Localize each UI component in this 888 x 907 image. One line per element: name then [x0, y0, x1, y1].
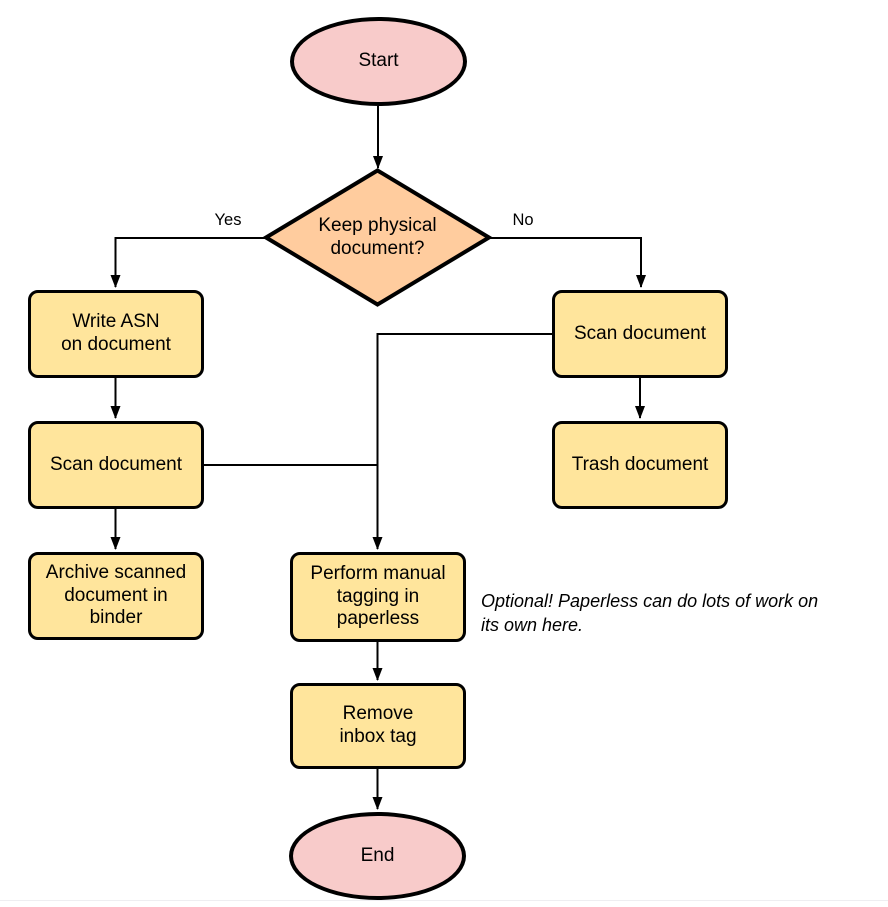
- node-remove-inbox-tag: Remove inbox tag: [290, 683, 466, 769]
- node-decision-label: Keep physical document?: [318, 214, 437, 259]
- node-remove-inbox-tag-label: Remove inbox tag: [339, 703, 417, 747]
- node-end: End: [289, 812, 466, 900]
- edge-label-no: No: [512, 211, 534, 229]
- node-end-label: End: [360, 844, 395, 866]
- node-perform-manual-tagging: Perform manual tagging in paperless: [290, 552, 466, 642]
- node-trash-document-label: Trash document: [571, 453, 709, 475]
- node-archive-scanned-document-label: Archive scanned document in binder: [45, 561, 187, 629]
- node-archive-scanned-document: Archive scanned document in binder: [28, 552, 204, 640]
- edge-decision-no-to-scan-right: [489, 237, 646, 288]
- node-trash-document: Trash document: [552, 421, 728, 509]
- edge-decision-yes-to-write-asn: [110, 237, 266, 288]
- bottom-divider: [0, 900, 888, 901]
- node-decision-keep-physical-document: [262, 168, 493, 307]
- node-start: Start: [290, 17, 467, 106]
- node-scan-document-left: Scan document: [28, 421, 204, 509]
- node-scan-document-right-label: Scan document: [573, 322, 707, 344]
- node-scan-document-right: Scan document: [552, 290, 728, 378]
- node-write-asn: Write ASN on document: [28, 290, 204, 378]
- annotation-optional-note: Optional! Paperless can do lots of work …: [481, 591, 819, 635]
- node-start-label: Start: [358, 50, 399, 72]
- node-perform-manual-tagging-label: Perform manual tagging in paperless: [310, 562, 446, 630]
- edge-scan-right-to-tagging: [372, 333, 552, 550]
- node-write-asn-label: Write ASN on document: [61, 311, 171, 355]
- edge-label-yes: Yes: [214, 211, 242, 229]
- node-scan-document-left-label: Scan document: [49, 453, 183, 475]
